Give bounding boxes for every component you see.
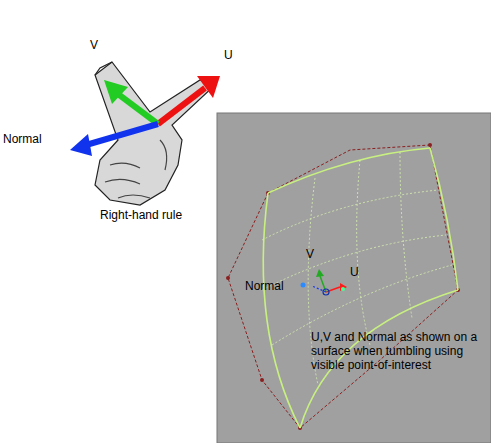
caption-label: Right-hand rule xyxy=(100,208,182,222)
hand-drawing xyxy=(95,62,215,205)
axis-label: U xyxy=(350,265,359,279)
view-panel xyxy=(217,113,491,443)
axis-label: Normal xyxy=(245,279,284,293)
axis-label: Normal xyxy=(3,132,42,146)
note-text: U,V and Normal as shown on a surface whe… xyxy=(311,330,479,372)
axis-label: U xyxy=(224,48,233,62)
axis-label: V xyxy=(306,247,314,261)
axis-label: V xyxy=(90,38,98,52)
